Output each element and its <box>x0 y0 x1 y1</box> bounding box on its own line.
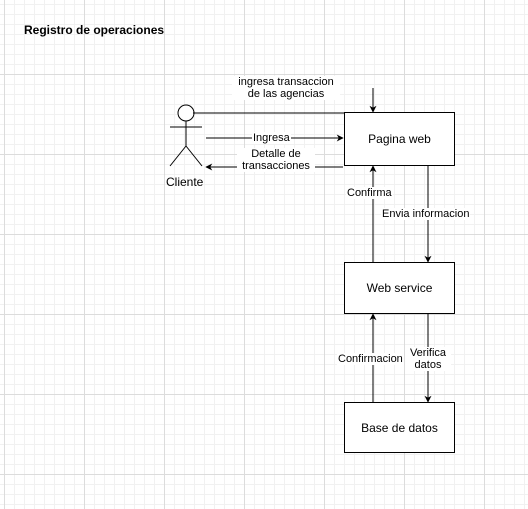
node-web-service[interactable]: Web service <box>344 262 455 314</box>
page-title: Registro de operaciones <box>24 23 165 37</box>
edge-label-detalle: Detalle de transacciones <box>237 148 315 172</box>
edge-label-ingresa-transaccion: ingresa transaccion de las agencias <box>232 76 340 100</box>
actor-label: Cliente <box>166 175 204 189</box>
actor-head <box>177 104 195 122</box>
node-pagina-web[interactable]: Pagina web <box>344 112 455 166</box>
actor-figure[interactable] <box>169 104 203 167</box>
node-base-de-datos-label: Base de datos <box>361 420 438 435</box>
actor-leg-left <box>169 145 187 167</box>
edge-label-confirma: Confirma <box>346 187 393 199</box>
edge-label-ingresa: Ingresa <box>252 132 291 144</box>
edge-label-envia: Envia informacion <box>381 208 471 220</box>
edge-label-verifica: Verifica datos <box>405 347 451 371</box>
node-pagina-web-label: Pagina web <box>368 132 431 146</box>
edge-label-confirmacion: Confirmacion <box>337 353 404 365</box>
actor-leg-right <box>185 145 203 167</box>
node-web-service-label: Web service <box>366 281 433 295</box>
node-base-de-datos[interactable]: Base de datos <box>344 402 455 453</box>
